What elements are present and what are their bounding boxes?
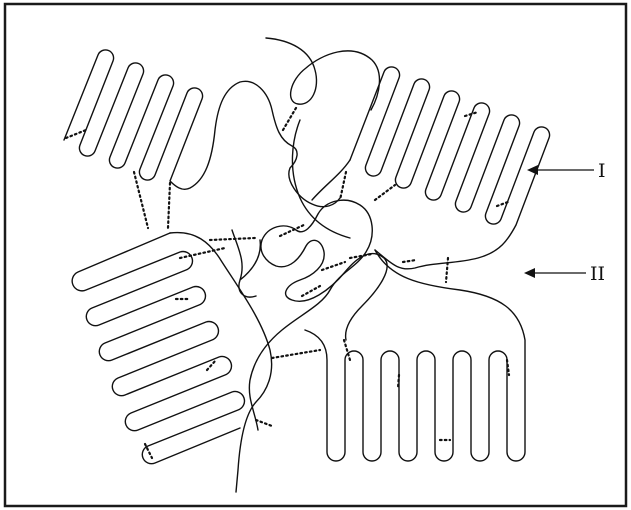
label-ii: II bbox=[590, 263, 605, 285]
dotted-links bbox=[66, 108, 509, 458]
label-i: I bbox=[598, 160, 606, 182]
chain-c-tail bbox=[312, 160, 350, 200]
folded-chain-b-lamella bbox=[72, 233, 244, 464]
arrow-ii-head bbox=[524, 268, 535, 278]
label-ii-marker: II bbox=[524, 263, 605, 285]
folded-chain-c-lamella bbox=[350, 67, 550, 269]
folded-chain-c bbox=[292, 120, 350, 238]
chain-loop-top bbox=[266, 38, 379, 110]
arrow-i-head bbox=[527, 165, 538, 175]
diagram-frame bbox=[5, 4, 626, 506]
folded-chain-a bbox=[64, 50, 340, 207]
folded-chain-d bbox=[305, 250, 525, 461]
central-chain-3 bbox=[232, 230, 260, 297]
